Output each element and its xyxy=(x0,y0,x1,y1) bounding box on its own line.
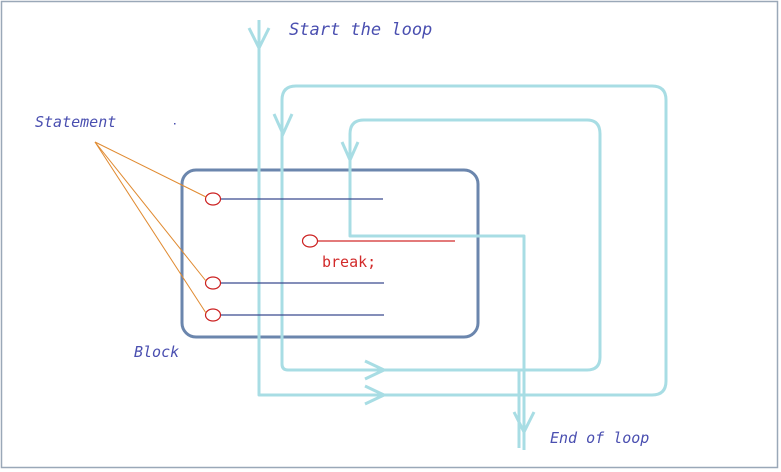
inner-bottom-right-arrowhead xyxy=(364,359,388,381)
break-label: break; xyxy=(322,253,376,271)
break-jump-path xyxy=(348,165,526,450)
end-arrowhead xyxy=(512,411,536,436)
start-arrowhead xyxy=(247,27,271,52)
end-loop-label: End of loop xyxy=(550,429,649,447)
statement-pointer-1 xyxy=(94,141,207,198)
statement-label: Statement xyxy=(35,113,116,131)
statement-dot-4 xyxy=(204,308,222,322)
statement-dot-1 xyxy=(204,192,222,206)
break-statement-dot xyxy=(301,234,319,248)
block-label: Block xyxy=(134,343,179,361)
block-box xyxy=(180,168,480,339)
outer-loop-down-arrowhead xyxy=(272,113,294,138)
statement-dot-3 xyxy=(204,276,222,290)
outer-bottom-right-arrowhead xyxy=(364,384,388,406)
inner-loop-down-arrowhead xyxy=(340,141,360,164)
statement-pointer-2 xyxy=(94,141,207,282)
statement-pointer-3 xyxy=(94,141,207,314)
start-loop-label: Start the loop xyxy=(289,20,432,40)
inner-loop-path xyxy=(348,118,602,372)
stray-dot xyxy=(174,123,176,125)
outer-loop-path xyxy=(257,20,668,448)
